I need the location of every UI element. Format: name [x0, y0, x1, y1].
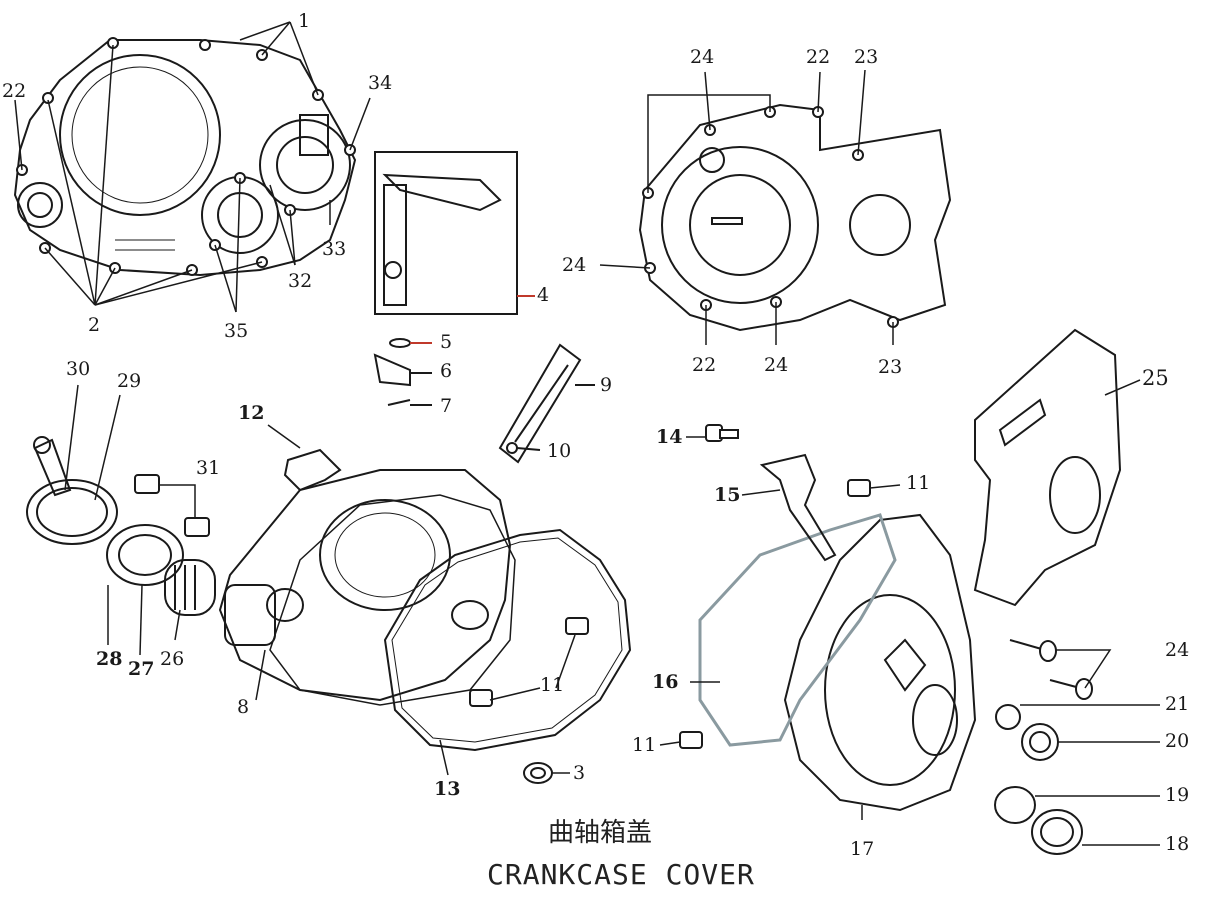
title-chinese: 曲轴箱盖: [548, 818, 653, 848]
callout-3: 3: [573, 762, 586, 784]
bracket-12: [267, 424, 342, 492]
dipstick: [498, 343, 595, 464]
water-pump-assembly: [26, 436, 216, 616]
callout-7: 7: [440, 395, 453, 417]
gasket-13: [383, 528, 632, 752]
callout-21: 21: [1165, 693, 1190, 715]
callout-22-c: 22: [692, 354, 717, 376]
callout-26: 26: [160, 648, 185, 670]
generator-cover-leaders: [599, 69, 894, 345]
bolts-24: [1009, 639, 1112, 700]
title-english: CRANKCASE COVER: [487, 858, 755, 891]
callout-11-a: 11: [540, 674, 565, 696]
callout-32: 32: [288, 270, 313, 292]
callout-27: 27: [128, 658, 155, 680]
right-leaders: [659, 484, 1160, 846]
callout-24-b: 24: [562, 254, 587, 276]
callout-24-d: 24: [1165, 639, 1190, 661]
callout-19: 19: [1165, 784, 1190, 806]
clutch-cover-leaders: [14, 21, 371, 313]
callout-16: 16: [652, 671, 679, 693]
callout-33: 33: [322, 238, 347, 260]
callout-11-c: 11: [906, 472, 931, 494]
callout-11-b: 11: [632, 734, 657, 756]
center-leaders: [255, 634, 576, 776]
callout-18: 18: [1165, 833, 1190, 855]
callout-24-a: 24: [690, 46, 715, 68]
callout-13: 13: [434, 778, 461, 800]
shift-shaft-box: [374, 151, 535, 315]
water-pump-leaders: [64, 384, 181, 656]
spring-washer-parts: [373, 338, 432, 406]
callout-15: 15: [714, 484, 741, 506]
gasket-16: [698, 513, 897, 747]
dowel-pins: [469, 479, 871, 749]
bolt-14: [686, 424, 739, 442]
callout-29: 29: [117, 370, 142, 392]
callout-28: 28: [96, 648, 123, 670]
callout-20: 20: [1165, 730, 1190, 752]
callout-5: 5: [440, 331, 453, 353]
callout-31: 31: [196, 457, 221, 479]
callout-34: 34: [368, 72, 393, 94]
callout-23-a: 23: [854, 46, 879, 68]
callout-4: 4: [537, 284, 550, 306]
callout-23-b: 23: [878, 356, 903, 378]
bracket-15: [741, 453, 837, 562]
callout-12: 12: [238, 402, 265, 424]
center-clutch-cover: [218, 469, 512, 702]
callout-9: 9: [600, 374, 613, 396]
callout-25: 25: [1142, 366, 1169, 390]
callout-22-b: 22: [806, 46, 831, 68]
callout-35: 35: [224, 320, 249, 342]
callout-1: 1: [298, 10, 311, 32]
callout-17: 17: [850, 838, 875, 860]
gasket-8: [269, 494, 516, 706]
callout-22-a: 22: [2, 80, 27, 102]
oil-seal-3: [523, 762, 553, 784]
callout-8: 8: [237, 696, 250, 718]
callout-30: 30: [66, 358, 91, 380]
callout-10: 10: [547, 440, 572, 462]
plugs-and-orings: [994, 704, 1083, 855]
generator-cover-outline: [638, 103, 952, 332]
callout-2: 2: [88, 314, 101, 336]
generator-cover-3d: [783, 513, 977, 812]
clutch-cover-outline: [13, 39, 357, 277]
callout-24-c: 24: [764, 354, 789, 376]
callout-6: 6: [440, 360, 453, 382]
callout-14: 14: [656, 426, 683, 448]
sprocket-cover-25: [973, 328, 1141, 607]
